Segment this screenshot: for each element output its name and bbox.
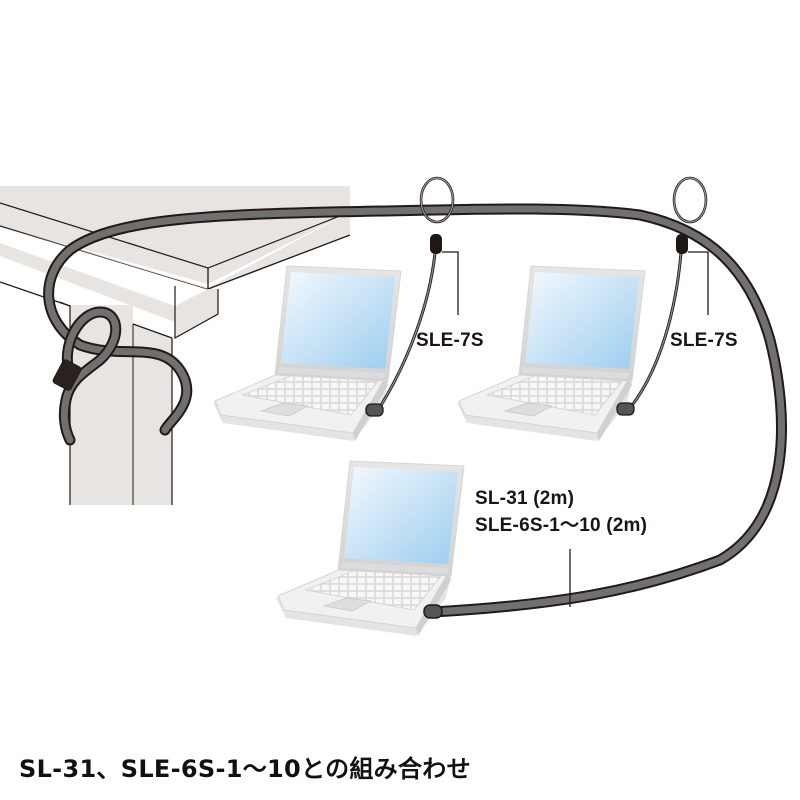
- label-sle7s-left: SLE-7S: [416, 330, 484, 351]
- label-sle6s: SLE-6S-1～10 (2m): [475, 515, 648, 536]
- cable-lock-head: [52, 359, 82, 391]
- laptop-2: [456, 265, 646, 442]
- sle7s-lock-1: [365, 176, 459, 417]
- main-cable: [43, 203, 788, 619]
- label-sle7s-right: SLE-7S: [670, 330, 738, 351]
- caption: SL-31、SLE-6S-1～10との組み合わせ: [19, 755, 471, 783]
- label-sl31: SL-31 (2m): [475, 488, 575, 509]
- sle7s-lock-2: [616, 176, 709, 416]
